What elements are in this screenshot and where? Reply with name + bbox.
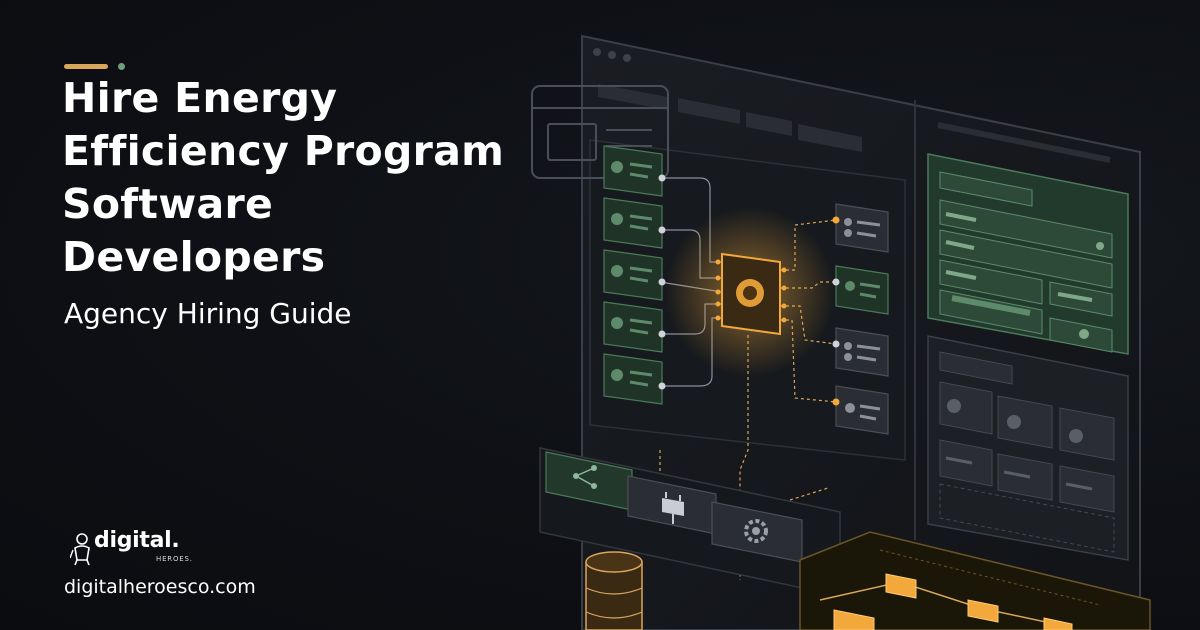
input-card: [603, 249, 666, 301]
output-card: [832, 327, 889, 377]
input-card: [603, 301, 666, 353]
input-card: [603, 145, 666, 197]
flow-board: [799, 531, 1151, 630]
input-card: [603, 197, 666, 249]
page-subtitle: Agency Hiring Guide: [64, 297, 352, 330]
output-card-list: [832, 203, 889, 435]
output-card: [832, 265, 889, 315]
form-panel: [927, 153, 1129, 355]
accent-bar: [64, 64, 108, 69]
input-card-list: [603, 145, 666, 405]
processor-chip-icon: [665, 207, 835, 377]
tool-platform: [539, 447, 841, 597]
brand-tagline: HEROES.: [156, 555, 193, 563]
hero-mascot-icon: [70, 533, 90, 566]
page-title: Hire Energy Efficiency Program Software …: [62, 74, 505, 281]
database-icon: [585, 551, 643, 630]
browser-window-icon: [531, 85, 669, 179]
brand-logo: digital. HEROES.: [64, 528, 224, 572]
brand-name: digital.: [94, 528, 180, 553]
output-card: [832, 385, 889, 435]
input-card: [603, 353, 666, 405]
accent-dot: [118, 63, 125, 70]
grid-panel: [927, 335, 1129, 561]
output-card: [832, 203, 889, 253]
site-url[interactable]: digitalheroesco.com: [64, 576, 256, 598]
